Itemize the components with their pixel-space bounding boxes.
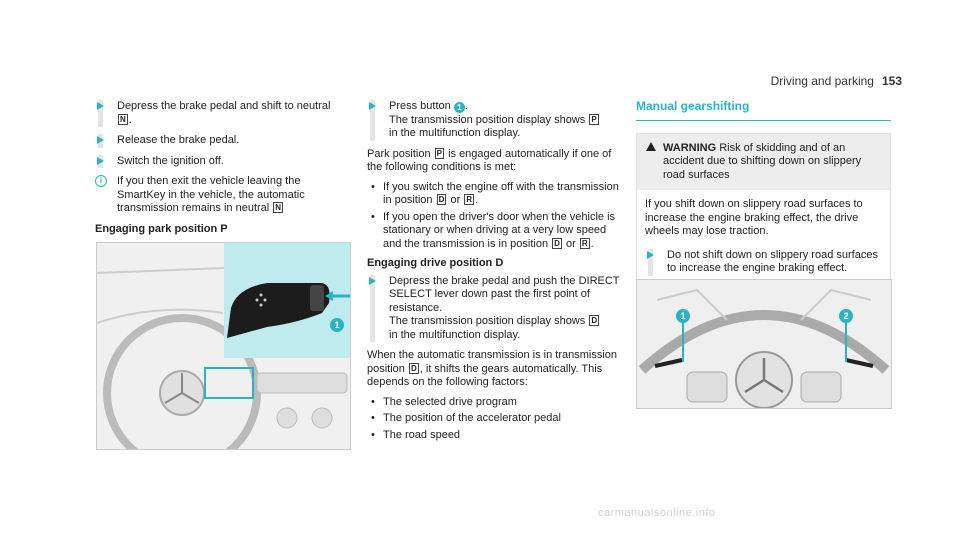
step-text: Press button [389, 100, 451, 112]
heading-drive-position: Engaging drive position D [367, 257, 504, 269]
watermark-footer: carmanualsonline.info [598, 507, 716, 519]
step-do-not-shift: Do not shift down on slippery road surfa… [645, 248, 882, 276]
step-release-brake: Release the brake pedal. [95, 134, 350, 148]
step-text: The transmission position display shows [389, 315, 586, 327]
list-item-text: If you switch the engine off with the tr… [383, 180, 619, 207]
step-text: . [128, 113, 132, 126]
step-arrow-icon [369, 102, 376, 110]
warning-body-text: If you shift down on slippery road surfa… [645, 198, 863, 237]
warning-title: WARNING [663, 141, 717, 154]
step-text: Depress the brake pedal and push the DIR… [389, 274, 620, 314]
list-item-text: . [475, 194, 479, 206]
list-item-text: If you open the driver's door when the v… [383, 210, 616, 250]
column-3: Manual gearshifting WARNING Risk of skid… [636, 99, 891, 292]
column-2: Press button 1. The transmission positio… [367, 100, 622, 448]
conditions-list: If you switch the engine off with the tr… [367, 181, 622, 252]
warning-icon [646, 141, 656, 151]
reverse-symbol: R [579, 237, 590, 249]
warning-text: Risk of skidding and of an accident due … [663, 141, 862, 181]
list-item-text: . [590, 237, 594, 250]
figure-callout-2: 2 [839, 309, 853, 323]
step-bar [648, 248, 653, 276]
park-symbol: P [434, 147, 444, 159]
info-note: i If you then exit the vehicle leaving t… [95, 175, 350, 216]
heading-park-position: Engaging park position P [95, 222, 228, 235]
step-bar [98, 100, 103, 127]
neutral-symbol: N [118, 113, 128, 125]
figure-steering-paddles: 1 2 [636, 279, 892, 409]
column-1: Depress the brake pedal and shift to neu… [95, 100, 350, 244]
drive-symbol: D [552, 237, 562, 249]
figure-callout-1: 1 [330, 318, 344, 332]
warning-body: If you shift down on slippery road surfa… [637, 190, 890, 291]
figure-cockpit-lever: 1 [96, 242, 351, 450]
step-text: The transmission position display shows [389, 113, 586, 126]
step-bar [370, 100, 375, 141]
step-text: in the multifunction display. [389, 127, 521, 139]
cockpit-illustration [97, 243, 350, 449]
page-number: 153 [881, 74, 902, 88]
list-item: The selected drive program [367, 396, 622, 410]
warning-box: WARNING Risk of skidding and of an accid… [636, 132, 891, 292]
step-arrow-icon [97, 136, 104, 144]
step-push-lever: Depress the brake pedal and push the DIR… [367, 274, 622, 342]
automatic-paragraph: When the automatic transmission is in tr… [367, 349, 622, 390]
info-icon: i [95, 175, 107, 187]
step-text: Do not shift down on slippery road surfa… [667, 248, 878, 275]
park-paragraph: Park position P is engaged automatically… [367, 147, 622, 175]
step-bar [370, 274, 375, 342]
drive-symbol: D [589, 315, 600, 326]
list-item: The road speed [367, 429, 622, 443]
steering-wheel-illustration [637, 280, 891, 408]
section-title: Driving and parking [770, 74, 874, 88]
step-text: in the multifunction display. [389, 328, 521, 341]
step-arrow-icon [369, 276, 376, 285]
list-item-text: or [566, 237, 576, 250]
figure-callout-1: 1 [676, 309, 690, 323]
step-text: Depress the brake pedal and shift to neu… [117, 100, 331, 112]
drive-symbol: D [408, 362, 419, 374]
paragraph-text: is engaged automatically if one of the f… [367, 147, 612, 174]
list-item: The position of the accelerator pedal [367, 412, 622, 426]
reverse-symbol: R [464, 194, 475, 205]
step-text: Release the brake pedal. [117, 134, 240, 146]
step-arrow-icon [97, 156, 104, 165]
list-item: If you open the driver's door when the v… [367, 211, 622, 252]
step-depress-brake: Depress the brake pedal and shift to neu… [95, 100, 350, 127]
page-header: Driving and parking 153 [771, 74, 902, 88]
paragraph-text: When the automatic transmission is in tr… [367, 349, 618, 375]
step-text: Switch the ignition off. [117, 154, 224, 167]
step-text: . [464, 100, 468, 112]
neutral-symbol: N [273, 202, 284, 213]
list-item: If you switch the engine off with the tr… [367, 181, 622, 208]
paragraph-text: , it shifts the gears automatically. Thi… [367, 362, 603, 389]
park-symbol: P [589, 113, 599, 125]
factors-list: The selected drive program The position … [367, 396, 622, 443]
step-arrow-icon [647, 250, 654, 259]
step-ignition-off: Switch the ignition off. [95, 154, 350, 168]
drive-symbol: D [436, 194, 447, 205]
info-text: If you then exit the vehicle leaving the… [117, 175, 305, 214]
list-item-text: or [450, 194, 461, 206]
step-press-button: Press button 1. The transmission positio… [367, 100, 622, 141]
paragraph-text: Park position [367, 147, 431, 160]
warning-header: WARNING Risk of skidding and of an accid… [637, 133, 890, 190]
section-heading-manual-gearshifting: Manual gearshifting [636, 99, 891, 121]
callout-1: 1 [453, 102, 465, 113]
step-arrow-icon [97, 102, 104, 110]
